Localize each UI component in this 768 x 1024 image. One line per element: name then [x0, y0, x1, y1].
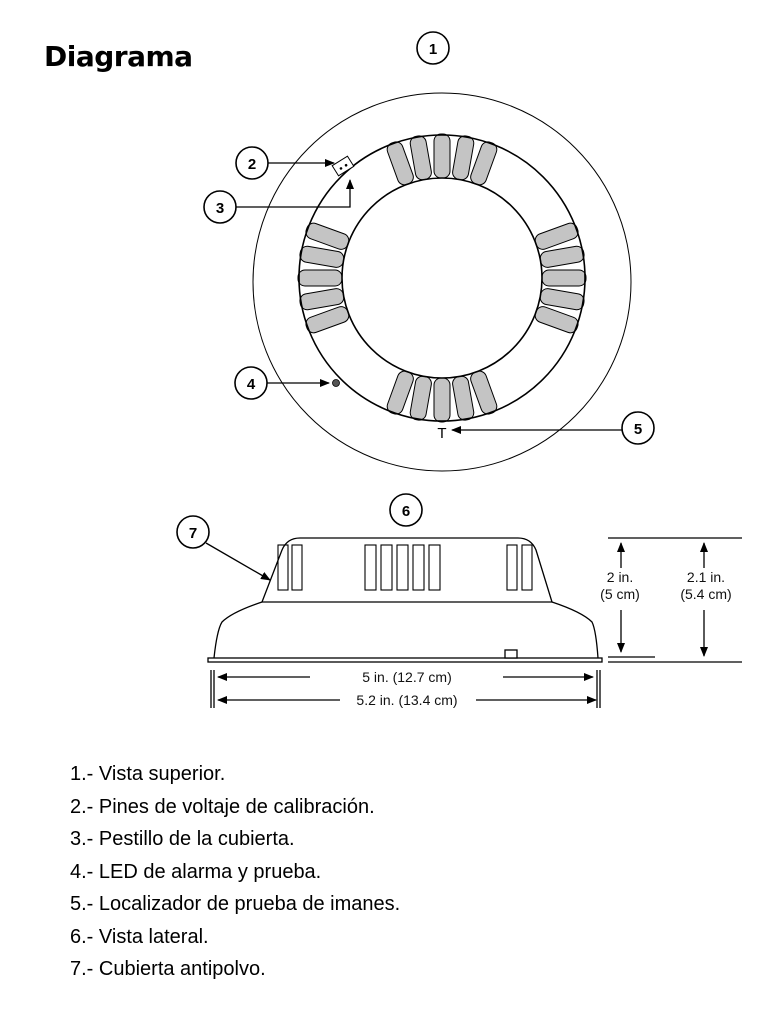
- callout-7-arrow: [205, 542, 271, 581]
- top-view: T: [236, 92, 632, 472]
- svg-text:2: 2: [248, 156, 256, 173]
- vent-tabs: [297, 133, 587, 423]
- magnet-test-locator: T: [437, 425, 446, 442]
- svg-text:6: 6: [402, 503, 410, 520]
- legend-item: 6.- Vista lateral.: [70, 925, 209, 948]
- legend-item: 5.- Localizador de prueba de imanes.: [70, 893, 401, 915]
- svg-text:4: 4: [247, 376, 256, 393]
- height-5-4cm-label: (5.4 cm): [680, 586, 731, 602]
- callout-6: 6: [389, 493, 423, 527]
- legend-item: 4.- LED de alarma y prueba.: [70, 860, 322, 883]
- width-5-2in-label: 5.2 in. (13.4 cm): [356, 692, 457, 708]
- vent-tab: [297, 269, 343, 287]
- callout-7: 7: [176, 515, 210, 549]
- side-view: [205, 537, 603, 663]
- test-notch: [504, 649, 518, 659]
- legend-item: 3.- Pestillo de la cubierta.: [70, 828, 295, 850]
- callout-4: 4: [234, 366, 268, 400]
- alarm-led: [332, 379, 340, 387]
- height-2in-label: 2 in.: [607, 569, 633, 585]
- svg-text:5: 5: [634, 421, 642, 438]
- callout-3-arrow: [236, 179, 354, 208]
- calibration-pins: [331, 155, 355, 177]
- legend-item: 2.- Pines de voltaje de calibración.: [70, 795, 375, 818]
- height-2-1in-label: 2.1 in.: [687, 569, 725, 585]
- legend-item: 7.- Cubierta antipolvo.: [70, 958, 266, 980]
- svg-text:7: 7: [189, 525, 197, 542]
- base-outline: [213, 601, 599, 659]
- vent-tab: [433, 377, 451, 423]
- legend-list: 1.- Vista superior. 2.- Pines de voltaje…: [70, 760, 400, 988]
- legend-item: 1.- Vista superior.: [70, 763, 226, 785]
- callout-2: 2: [235, 146, 269, 180]
- ring-outer-edge: [298, 134, 586, 422]
- ring-inner-edge: [341, 177, 543, 379]
- callout-5: 5: [621, 411, 655, 445]
- svg-text:1: 1: [429, 41, 437, 58]
- base-plate: [207, 657, 603, 663]
- dust-cover-outline: [261, 537, 553, 603]
- vent-tab: [433, 133, 451, 179]
- vent-tab: [541, 269, 587, 287]
- callout-3: 3: [203, 190, 237, 224]
- callout-1: 1: [416, 31, 450, 65]
- svg-text:3: 3: [216, 200, 224, 217]
- height-5cm-label: (5 cm): [600, 586, 640, 602]
- dimension-lines: [210, 537, 742, 708]
- outer-housing-circle: [252, 92, 632, 472]
- page-title: Diagrama: [44, 40, 193, 73]
- width-5in-label: 5 in. (12.7 cm): [362, 669, 451, 685]
- dust-cover-slots: [277, 544, 533, 591]
